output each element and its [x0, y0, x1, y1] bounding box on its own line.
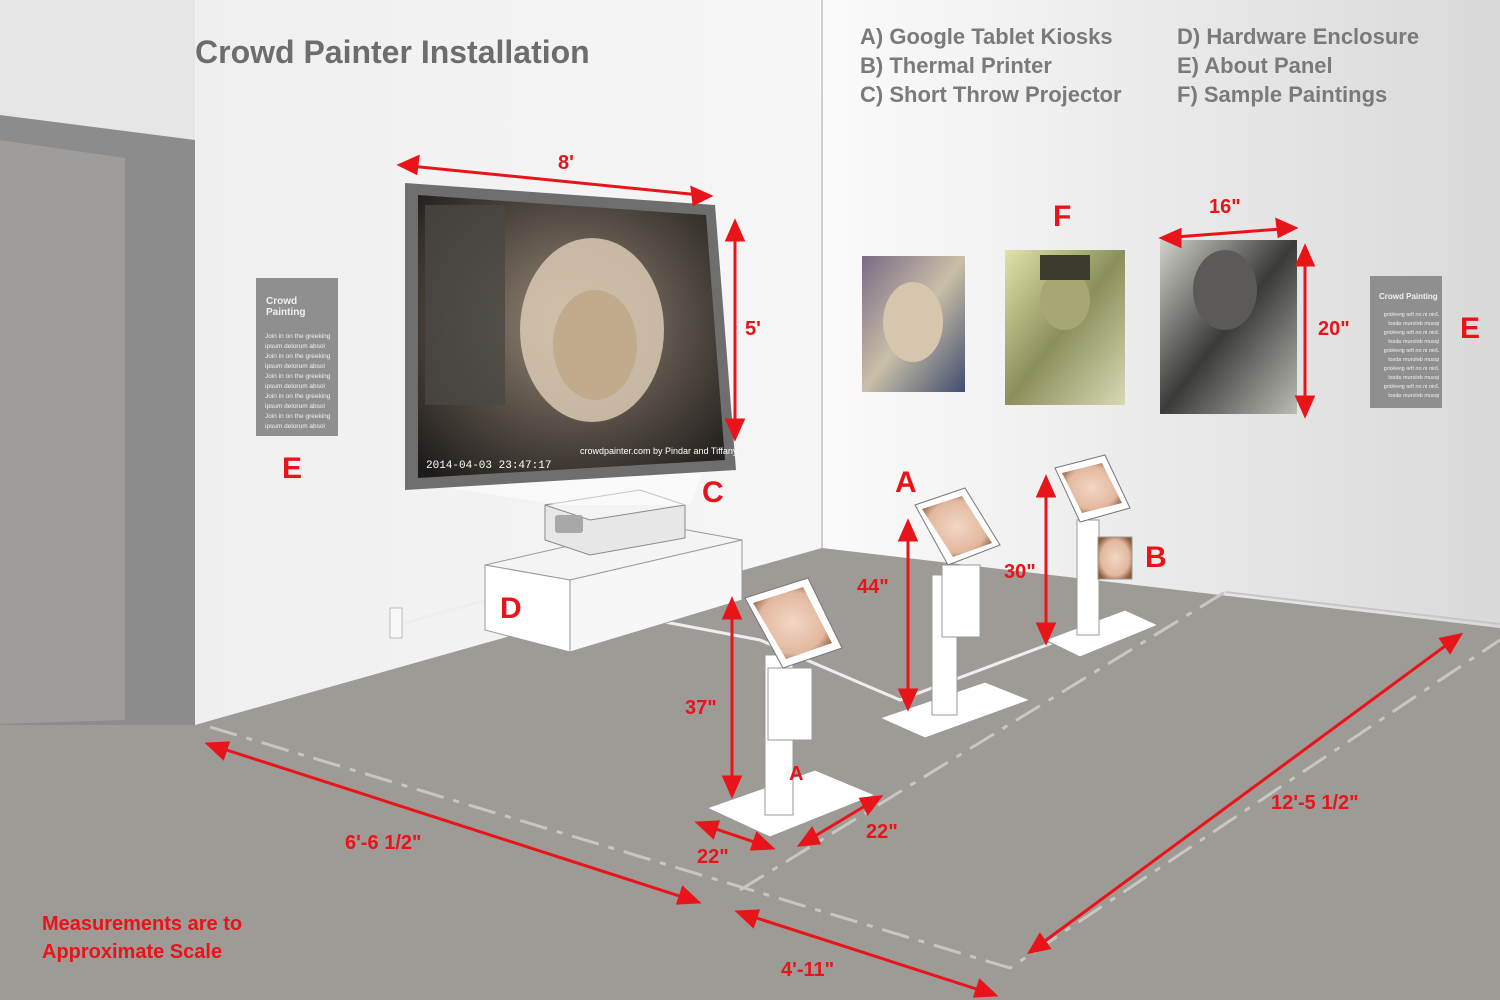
floor-left-arrow — [207, 742, 699, 904]
screen-credit: crowdpainter.com by Pindar and Tiffany — [580, 446, 738, 456]
dim-floor-left: 6'-6 1/2" — [345, 832, 422, 854]
floor-front-arrow — [737, 910, 996, 997]
about-panel-body: Join in on the greeking ipsum delorum ab… — [265, 332, 338, 432]
kiosk-mid-screen — [922, 496, 992, 557]
about-line: Join in on the greeking — [1383, 312, 1439, 318]
projector-vent — [555, 515, 583, 533]
about-line: ipsum delorum absol — [1388, 393, 1439, 399]
letter-d: D — [500, 592, 522, 625]
legend-item-b: B) Thermal Printer — [860, 53, 1052, 78]
dim-base-width: 22" — [866, 821, 898, 843]
about-line: Join in on the greeking — [265, 413, 331, 420]
kiosk-right-printer — [1097, 536, 1133, 580]
legend-item-a: A) Google Tablet Kiosks — [860, 24, 1113, 49]
dim-kiosk-mid-height: 44" — [857, 576, 889, 598]
kiosk-front-screen — [753, 587, 832, 659]
floor-outline — [209, 638, 1500, 970]
floor — [0, 548, 1500, 1000]
painting-width-arrow — [1161, 226, 1296, 240]
about-line: ipsum delorum absol — [1388, 339, 1439, 345]
wall-baseline — [1224, 591, 1500, 625]
letter-f: F — [1053, 200, 1072, 233]
about-line: ipsum delorum absol — [1388, 321, 1439, 327]
letter-a-mid: A — [895, 466, 917, 499]
screen-machine — [425, 205, 505, 405]
painting-lincoln-face — [1193, 250, 1257, 330]
about-panel-right: Crowd Painting Join in on the greeking i… — [1370, 276, 1442, 408]
legend-item-f: F) Sample Paintings — [1177, 82, 1388, 107]
about-line: Join in on the greeking — [265, 353, 331, 360]
letter-e-right: E — [1460, 312, 1481, 345]
letter-b: B — [1145, 541, 1167, 574]
about-line: Join in on the greeking — [1383, 348, 1439, 354]
enclosure-side — [569, 539, 743, 653]
about-line: ipsum delorum absol — [265, 343, 325, 350]
legend-left: A) Google Tablet Kiosks B) Thermal Print… — [860, 22, 1122, 109]
letter-e-left: E — [282, 452, 303, 485]
floor-right-arrow — [1029, 633, 1461, 954]
about-line: ipsum delorum absol — [265, 363, 325, 370]
outlet-cable — [397, 598, 486, 627]
dim-painting-width: 16" — [1209, 196, 1241, 218]
screen-timestamp: 2014-04-03 23:47:17 — [426, 460, 552, 472]
about-line: Join in on the greeking — [265, 373, 331, 380]
about-line: ipsum delorum absol — [1388, 357, 1439, 363]
kiosk-front-box — [767, 667, 813, 741]
dim-floor-right: 12'-5 1/2" — [1271, 792, 1359, 814]
kiosk-mid-box — [941, 564, 981, 638]
about-panel-heading: Crowd Painting — [266, 296, 306, 318]
wall-outlet — [389, 607, 403, 639]
doorway-opening — [0, 140, 125, 724]
about-line: Join in on the greeking — [265, 333, 331, 340]
legend-right: D) Hardware Enclosure E) About Panel F) … — [1177, 22, 1419, 109]
dim-kiosk-right-height: 30" — [1004, 561, 1036, 583]
cable — [664, 620, 1061, 702]
about-line: Join in on the greeking — [1383, 330, 1439, 336]
about-panel-left: Crowd Painting Join in on the greeking i… — [256, 278, 338, 436]
painting-washington-face — [883, 282, 943, 362]
about-line: ipsum delorum absol — [265, 423, 325, 430]
dimension-arrows — [204, 154, 1464, 998]
kiosk-right-screen — [1062, 463, 1122, 513]
painting-topper-hat — [1040, 255, 1090, 280]
about-panel-heading-right: Crowd Painting — [1379, 292, 1438, 301]
kiosk-right-post — [1076, 519, 1100, 636]
dim-screen-height: 5' — [745, 318, 761, 340]
screen-portrait-face — [553, 290, 637, 400]
painting-topper-face — [1040, 270, 1090, 330]
dim-base-depth: 22" — [697, 846, 729, 868]
letter-c: C — [702, 476, 724, 509]
about-line: ipsum delorum absol — [1388, 375, 1439, 381]
dim-screen-width: 8' — [558, 152, 574, 174]
dim-floor-front: 4'-11" — [781, 959, 835, 981]
legend-item-d: D) Hardware Enclosure — [1177, 24, 1420, 49]
scale-note: Measurements are to Approximate Scale — [42, 913, 243, 963]
about-line: Join in on the greeking — [1383, 366, 1439, 372]
about-line: Join in on the greeking — [1383, 384, 1439, 390]
about-line: ipsum delorum absol — [265, 403, 325, 410]
screen-width-arrow — [399, 163, 711, 198]
legend-item-c: C) Short Throw Projector — [860, 82, 1122, 107]
about-line: ipsum delorum absol — [265, 383, 325, 390]
about-panel-body-right: Join in on the greeking ipsum delorum ab… — [1376, 311, 1439, 401]
kiosk-outline — [739, 590, 1226, 892]
letter-a-front: A — [789, 763, 804, 785]
legend-item-e: E) About Panel — [1177, 53, 1333, 78]
about-line: Join in on the greeking — [265, 393, 331, 400]
dim-kiosk-front-height: 37" — [685, 697, 717, 719]
dim-painting-height: 20" — [1318, 318, 1350, 340]
page-title: Crowd Painter Installation — [195, 34, 590, 70]
